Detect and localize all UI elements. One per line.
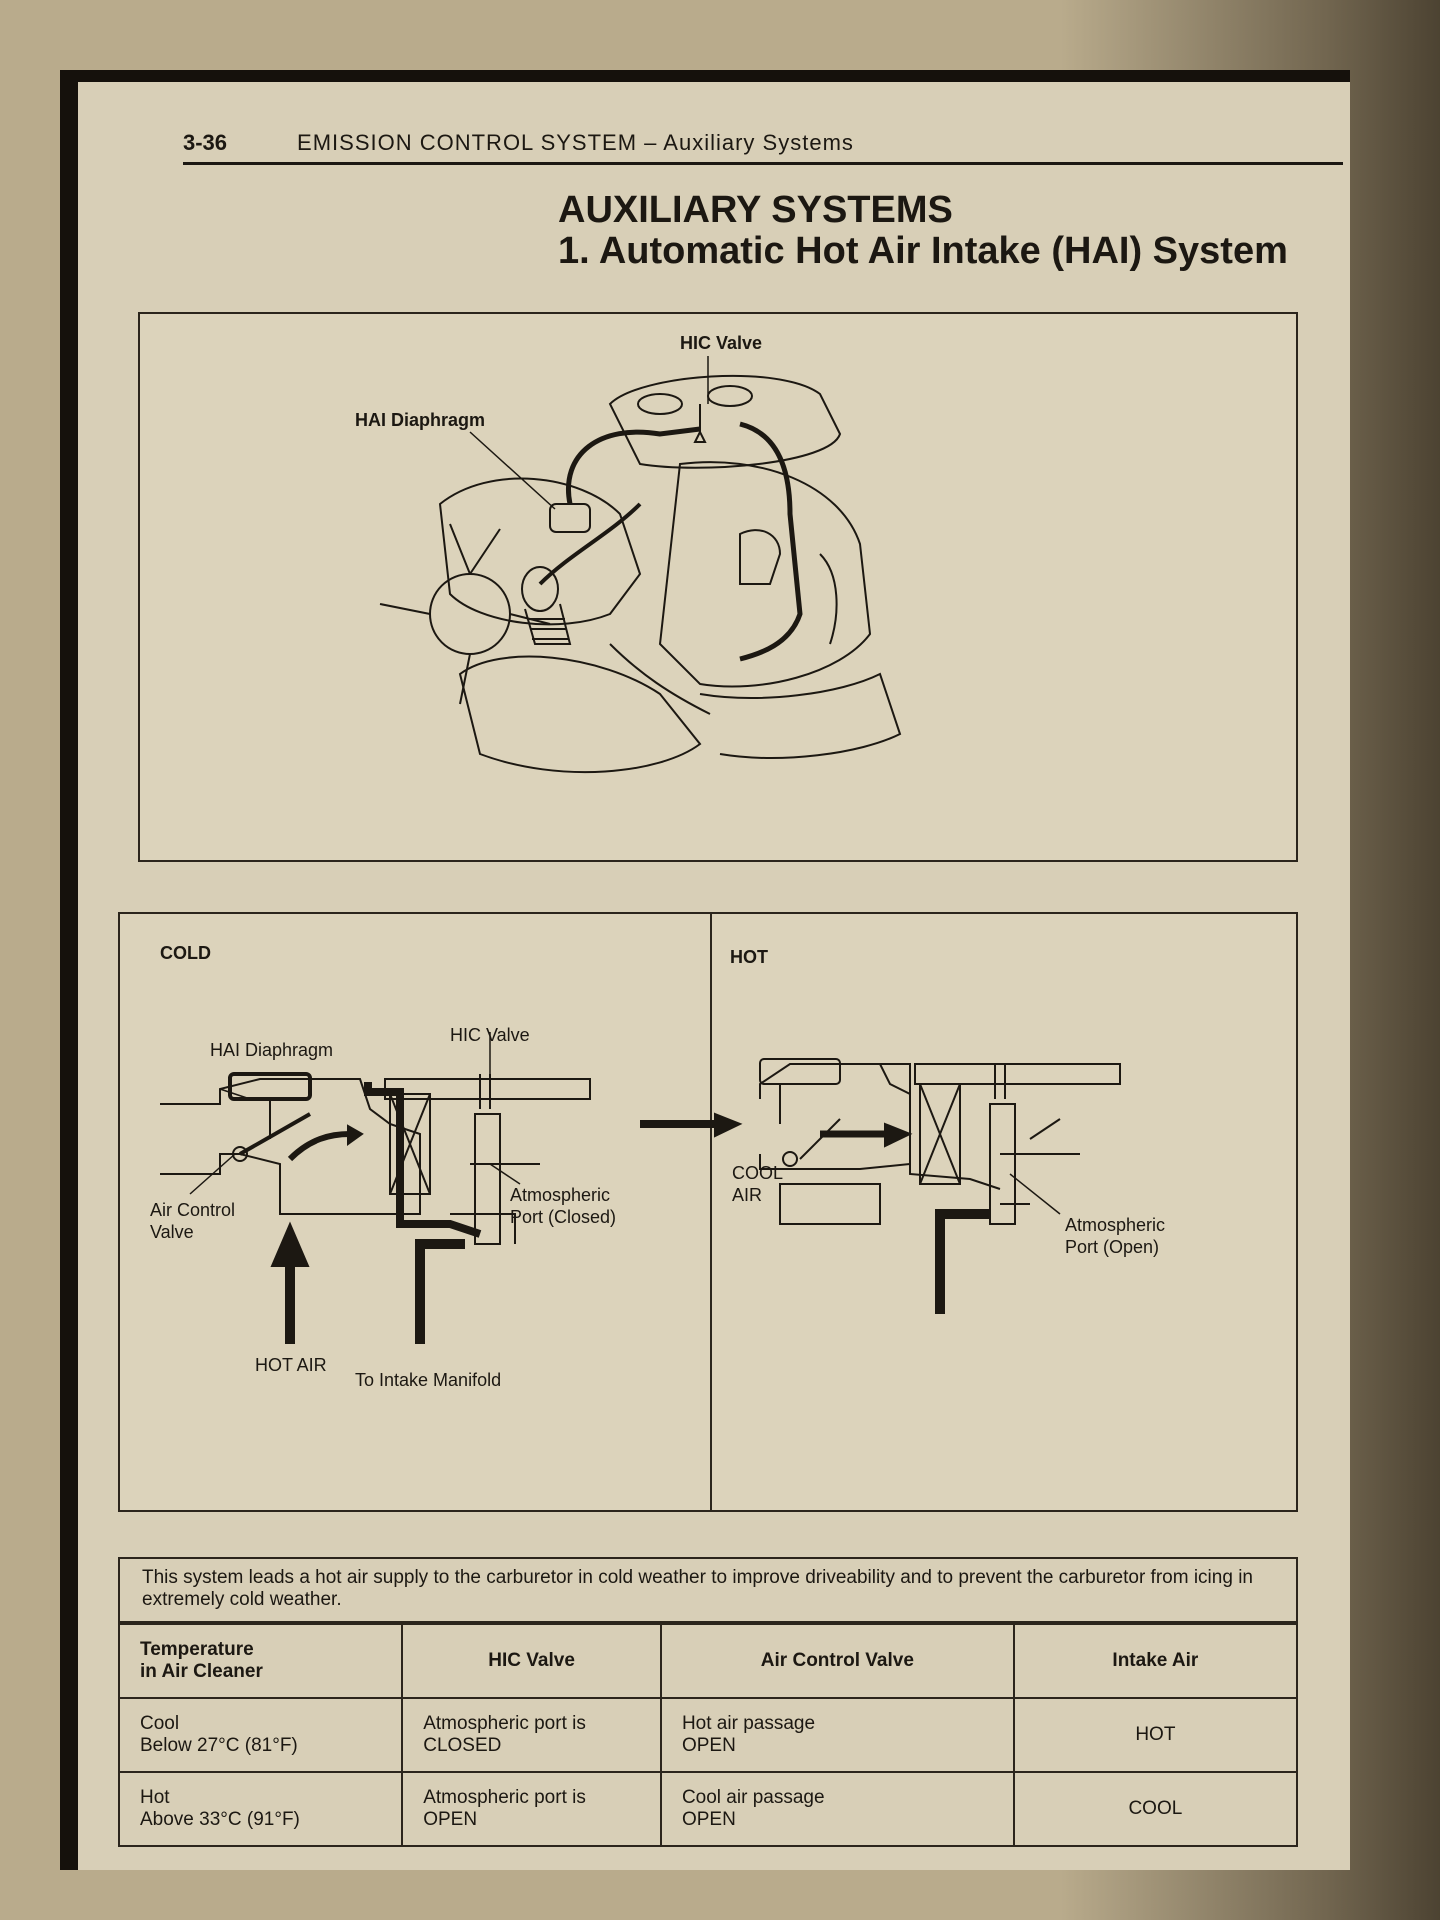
hot-panel-title: HOT: [730, 947, 768, 967]
header-hic-valve: HIC Valve: [401, 1623, 662, 1699]
cell-air-control-valve: Cool air passage OPEN: [659, 1771, 1015, 1845]
cold-atmospheric-port-label: Atmospheric Port (Closed): [510, 1185, 617, 1227]
cell-temperature: Cool Below 27°C (81°F): [120, 1697, 404, 1773]
manual-page: 3-36 EMISSION CONTROL SYSTEM – Auxiliary…: [60, 70, 1350, 1870]
cool-air-label: COOL AIR: [732, 1163, 783, 1205]
page-header: 3-36 EMISSION CONTROL SYSTEM – Auxiliary…: [183, 130, 1343, 165]
engine-illustration: HIC Valve HAI Diaphragm: [138, 312, 1298, 862]
operation-table: Temperature in Air Cleaner HIC Valve Air…: [120, 1623, 1296, 1845]
cold-hot-diagram: COLD HAI Diaphragm HIC Valve Air Control…: [118, 912, 1298, 1512]
cold-panel-title: COLD: [160, 943, 211, 963]
cell-hic-valve: Atmospheric port is CLOSED: [401, 1697, 662, 1773]
title-block: AUXILIARY SYSTEMS 1. Automatic Hot Air I…: [558, 190, 1338, 272]
intake-manifold-label: To Intake Manifold: [355, 1370, 502, 1390]
engine-drawing: [379, 356, 902, 774]
airflow-drawing: [160, 1032, 1121, 1344]
operation-table-block: This system leads a hot air supply to th…: [118, 1557, 1298, 1847]
header-temperature: Temperature in Air Cleaner: [120, 1623, 404, 1699]
hot-atmospheric-port-label: Atmospheric Port (Open): [1065, 1215, 1166, 1257]
cell-intake-air: HOT: [1012, 1697, 1296, 1773]
header-intake-air: Intake Air: [1012, 1623, 1296, 1699]
panel-divider: [710, 914, 712, 1510]
header-air-control-valve: Air Control Valve: [659, 1623, 1015, 1699]
cell-hic-valve: Atmospheric port is OPEN: [401, 1771, 662, 1845]
air-control-valve-label: Air Control Valve: [150, 1200, 236, 1242]
section-title: AUXILIARY SYSTEMS: [558, 189, 953, 231]
cell-temperature: Hot Above 33°C (91°F): [120, 1771, 404, 1845]
cold-hic-valve-label: HIC Valve: [450, 1025, 530, 1045]
system-description: This system leads a hot air supply to th…: [120, 1559, 1296, 1623]
cell-air-control-valve: Hot air passage OPEN: [659, 1697, 1015, 1773]
cold-hai-diaphragm-label: HAI Diaphragm: [210, 1040, 334, 1060]
hai-diaphragm-label: HAI Diaphragm: [355, 410, 486, 430]
table-header-row: Temperature in Air Cleaner HIC Valve Air…: [120, 1623, 1296, 1699]
hot-air-label: HOT AIR: [255, 1355, 327, 1375]
hic-valve-label: HIC Valve: [680, 333, 763, 353]
table-row: Cool Below 27°C (81°F) Atmospheric port …: [120, 1697, 1296, 1773]
table-row: Hot Above 33°C (91°F) Atmospheric port i…: [120, 1771, 1296, 1845]
page-number: 3-36: [183, 130, 228, 155]
cell-intake-air: COOL: [1012, 1771, 1296, 1845]
running-head: EMISSION CONTROL SYSTEM – Auxiliary Syst…: [297, 130, 854, 155]
section-subtitle: 1. Automatic Hot Air Intake (HAI) System: [558, 230, 1288, 272]
